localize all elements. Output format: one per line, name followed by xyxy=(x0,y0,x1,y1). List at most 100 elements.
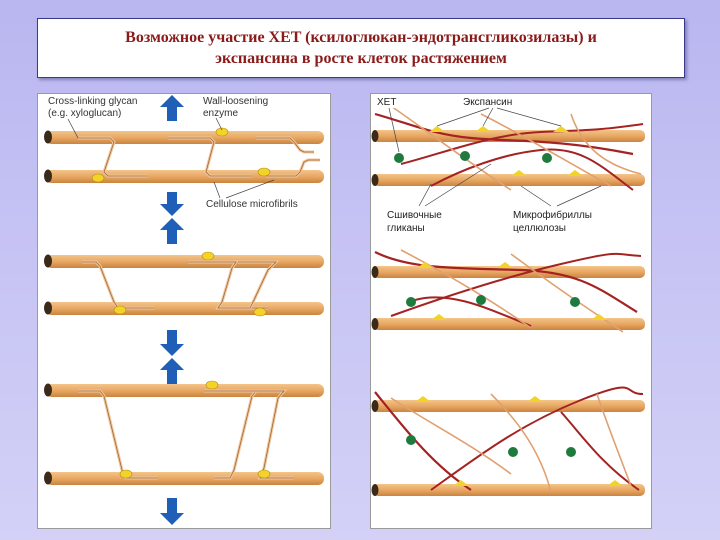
leader-line xyxy=(496,107,562,127)
label-backdrop xyxy=(375,94,415,108)
leader-line xyxy=(556,185,602,207)
wall-loosening-enzyme xyxy=(113,305,127,315)
microfibril-end xyxy=(371,400,379,412)
cross-linking-glycan xyxy=(238,389,294,480)
label-microfibrils: Cellulose microfibrils xyxy=(206,199,298,210)
cross-linking-glycan xyxy=(510,253,624,333)
leader-line xyxy=(215,117,223,131)
expansin xyxy=(527,396,543,402)
microfibril-end xyxy=(44,383,52,397)
cellulose-microfibril xyxy=(373,400,645,412)
cross-linking-glycan xyxy=(374,251,638,313)
title-line-1: Возможное участие XET (ксилоглюкан-эндот… xyxy=(125,29,597,46)
cross-linking-glycan xyxy=(188,261,268,309)
right-diagram-panel: XET Экспансин Сшивочные гликаны Микрофиб… xyxy=(370,93,652,529)
label-glycan-1: Cross-linking glycan xyxy=(48,96,137,107)
right-stage-3 xyxy=(371,386,645,496)
left-stage-3 xyxy=(44,380,324,485)
cross-linking-glycan xyxy=(390,397,512,475)
cross-linking-glycan xyxy=(390,252,642,317)
cross-linking-glycan xyxy=(238,260,280,309)
leader-line xyxy=(424,163,492,207)
xet-enzyme xyxy=(508,447,518,457)
cross-linking-glycan xyxy=(430,386,644,491)
leader-line xyxy=(436,107,490,127)
cross-linking-glycan xyxy=(374,391,472,491)
cellulose-microfibril xyxy=(373,174,645,186)
expansin xyxy=(475,126,491,132)
xet-enzyme xyxy=(406,297,416,307)
expansin xyxy=(415,396,431,402)
label-glycans-2: гликаны xyxy=(387,223,425,234)
xet-enzyme xyxy=(566,447,576,457)
microfibril-end xyxy=(44,254,52,268)
arrow-down-icon xyxy=(160,192,184,216)
arrow-down-icon xyxy=(160,330,184,356)
leader-line xyxy=(225,179,275,199)
cellulose-microfibril xyxy=(373,484,645,496)
xet-enzyme xyxy=(542,153,552,163)
label-glycan-2: (e.g. xyloglucan) xyxy=(48,108,121,119)
label-microfibrils-1: Микрофибриллы xyxy=(513,209,592,221)
cross-linking-glycan xyxy=(204,389,260,480)
microfibril-end xyxy=(371,318,379,330)
expansin xyxy=(553,126,569,132)
label-backdrop xyxy=(511,206,611,234)
cross-linking-glycan xyxy=(480,113,612,187)
cross-linking-glycan xyxy=(596,393,632,487)
wall-loosening-enzyme xyxy=(91,173,105,183)
wall-loosening-enzyme xyxy=(257,469,271,479)
cross-linking-glycan xyxy=(490,393,552,493)
cross-linking-glycan xyxy=(82,260,154,310)
leader-line xyxy=(482,107,494,127)
label-backdrop xyxy=(385,206,463,234)
microfibril-end xyxy=(371,130,379,142)
microfibril-end xyxy=(371,174,379,186)
expansin xyxy=(417,262,433,268)
leader-line xyxy=(520,185,552,207)
left-stage-1 xyxy=(44,127,324,183)
cellulose-microfibril xyxy=(46,302,324,315)
expansin xyxy=(591,314,607,320)
leader-lines xyxy=(67,117,275,199)
xet-enzyme xyxy=(476,295,486,305)
cross-linking-glycan xyxy=(238,261,277,309)
cross-linking-glycan xyxy=(570,113,642,175)
leader-line xyxy=(388,107,400,153)
label-backdrop xyxy=(461,94,531,108)
label-enzyme-1: Wall-loosening xyxy=(203,96,268,107)
cross-linking-glycan xyxy=(266,159,320,177)
label-microfibrils-2: целлюлозы xyxy=(513,223,566,234)
xet-enzyme xyxy=(406,435,416,445)
cross-linking-glycan xyxy=(78,137,148,177)
left-diagram-svg: Cross-linking glycan (e.g. xyloglucan) W… xyxy=(44,95,324,525)
right-diagram-svg: XET Экспансин Сшивочные гликаны Микрофиб… xyxy=(371,94,645,496)
left-stage-2 xyxy=(44,251,324,317)
microfibril-end xyxy=(371,484,379,496)
expansin xyxy=(567,170,583,176)
wall-loosening-enzyme xyxy=(253,307,267,317)
cross-linking-glycan xyxy=(430,148,634,191)
arrow-up-icon xyxy=(160,358,184,384)
xet-enzyme xyxy=(460,151,470,161)
right-stage-1 xyxy=(371,105,645,191)
expansin xyxy=(497,262,513,268)
microfibril-end xyxy=(44,169,52,183)
right-stage-2 xyxy=(371,249,645,333)
cross-linking-glycan xyxy=(256,137,314,153)
arrow-up-icon xyxy=(160,218,184,244)
cross-linking-glycan xyxy=(168,137,252,177)
left-diagram-panel: Cross-linking glycan (e.g. xyloglucan) W… xyxy=(37,93,331,529)
title-line-2: экспансина в росте клеток растяжением xyxy=(215,50,507,67)
wall-loosening-enzyme xyxy=(201,251,215,261)
label-glycans-1: Сшивочные xyxy=(387,210,442,221)
microfibril-end xyxy=(44,301,52,315)
expansion-arrows xyxy=(160,95,184,525)
leader-line xyxy=(67,118,79,139)
cross-linking-glycan xyxy=(400,249,532,329)
cross-linking-glycan xyxy=(374,112,634,156)
cellulose-microfibril xyxy=(46,472,324,485)
cellulose-microfibril xyxy=(373,318,645,330)
cross-linking-glycan xyxy=(82,261,154,309)
title-box: Возможное участие XET (ксилоглюкан-эндот… xyxy=(37,18,685,78)
